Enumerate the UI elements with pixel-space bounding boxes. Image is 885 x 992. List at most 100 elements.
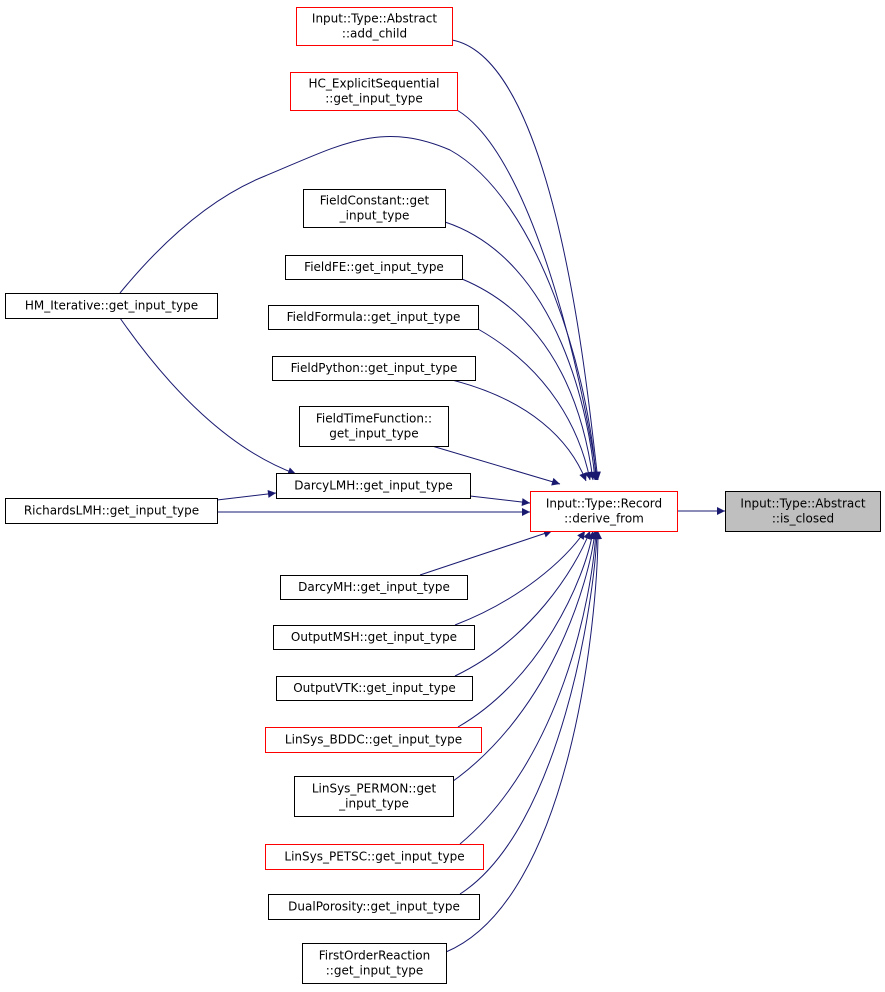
node-label: ::derive_from (564, 512, 644, 526)
node-label: FieldTimeFunction:: (316, 412, 432, 426)
node-label: FirstOrderReaction (319, 949, 430, 963)
node-label: Input::Type::Abstract (312, 12, 437, 26)
node-label: HC_ExplicitSequential (309, 77, 440, 91)
node-label: FieldConstant::get (320, 194, 430, 208)
node-box[interactable] (273, 625, 475, 650)
node-forder[interactable]: FirstOrderReaction::get_input_type (302, 943, 447, 984)
edge-arrow (451, 379, 587, 482)
edge-darcylmh-to-record (469, 495, 531, 507)
node-box[interactable] (5, 498, 218, 524)
node-label: _input_type (338, 797, 409, 811)
edge-bddc-to-record (457, 530, 596, 728)
node-box[interactable] (265, 844, 484, 870)
node-label: _input_type (339, 209, 410, 223)
node-label: ::add_child (342, 27, 407, 41)
edge-petsc-to-record (459, 530, 600, 845)
node-box[interactable] (268, 305, 479, 330)
node-permon[interactable]: LinSys_PERMON::get_input_type (294, 776, 454, 817)
edges (119, 39, 725, 953)
edge-arrow (454, 530, 591, 677)
edge-ftime-to-record (431, 445, 561, 486)
edge-arrow (477, 328, 593, 481)
edge-arrow (459, 530, 600, 845)
node-box[interactable] (265, 727, 482, 753)
edge-ffe-to-record (461, 278, 596, 481)
node-darcylmh[interactable]: DarcyLMH::get_input_type (276, 473, 471, 499)
node-richards[interactable]: RichardsLMH::get_input_type (5, 498, 218, 524)
node-box[interactable] (5, 293, 218, 319)
node-label: ::get_input_type (326, 964, 423, 978)
edge-fpython-to-record (451, 379, 587, 482)
node-box[interactable] (290, 72, 458, 111)
node-box[interactable] (530, 491, 678, 532)
node-label: OutputMSH::get_input_type (291, 630, 457, 644)
node-hc[interactable]: HC_ExplicitSequential::get_input_type (290, 72, 458, 111)
edge-omsh-to-record (454, 530, 586, 626)
edge-hm-to-record (119, 136, 600, 481)
node-closed[interactable]: Input::Type::Abstract::is_closed (725, 491, 881, 532)
node-box[interactable] (299, 406, 449, 447)
edge-arrow (469, 495, 531, 507)
node-label: OutputVTK::get_input_type (293, 681, 456, 695)
node-dual[interactable]: DualPorosity::get_input_type (268, 894, 480, 920)
node-box[interactable] (280, 575, 468, 600)
edge-arrow (419, 529, 553, 576)
node-box[interactable] (296, 7, 453, 46)
edge-arrow (216, 489, 277, 501)
edge-arrow (457, 530, 596, 728)
node-fpython[interactable]: FieldPython::get_input_type (272, 356, 476, 381)
edge-arrow (444, 221, 599, 481)
node-label: LinSys_BDDC::get_input_type (285, 733, 462, 747)
edge-hc-to-record (456, 109, 601, 481)
node-box[interactable] (276, 473, 471, 499)
node-label: RichardsLMH::get_input_type (24, 504, 199, 518)
edge-arrow (459, 530, 601, 895)
node-label: get_input_type (329, 427, 418, 441)
node-bddc[interactable]: LinSys_BDDC::get_input_type (265, 727, 482, 753)
edge-arrow (456, 109, 601, 481)
node-label: DualPorosity::get_input_type (288, 900, 460, 914)
node-record[interactable]: Input::Type::Record::derive_from (530, 491, 678, 532)
node-box[interactable] (272, 356, 476, 381)
edge-richards-to-darcylmh (216, 489, 277, 501)
node-box[interactable] (302, 943, 447, 984)
node-box[interactable] (725, 491, 881, 532)
edge-arrow (119, 136, 600, 481)
node-label: FieldFE::get_input_type (304, 260, 444, 274)
node-box[interactable] (276, 676, 473, 701)
edge-add_child-to-record (451, 39, 601, 481)
node-label: FieldFormula::get_input_type (287, 310, 461, 324)
node-add_child[interactable]: Input::Type::Abstract::add_child (296, 7, 453, 46)
node-box[interactable] (294, 776, 454, 817)
node-box[interactable] (303, 189, 446, 228)
node-label: HM_Iterative::get_input_type (25, 299, 198, 313)
edge-dual-to-record (459, 530, 601, 895)
node-ovtk[interactable]: OutputVTK::get_input_type (276, 676, 473, 701)
node-label: Input::Type::Abstract (740, 497, 865, 511)
node-ffe[interactable]: FieldFE::get_input_type (285, 255, 463, 280)
node-label: ::get_input_type (325, 92, 422, 106)
node-petsc[interactable]: LinSys_PETSC::get_input_type (265, 844, 484, 870)
edge-forder-to-record (445, 530, 602, 953)
node-label: LinSys_PERMON::get (312, 782, 437, 796)
node-label: DarcyLMH::get_input_type (294, 479, 453, 493)
edge-fformula-to-record (477, 328, 593, 481)
node-label: Input::Type::Record (546, 497, 662, 511)
edge-hm-to-darcylmh (119, 317, 297, 476)
node-omsh[interactable]: OutputMSH::get_input_type (273, 625, 475, 650)
edge-arrow (119, 317, 297, 476)
node-box[interactable] (285, 255, 463, 280)
node-hm[interactable]: HM_Iterative::get_input_type (5, 293, 218, 319)
node-fconst[interactable]: FieldConstant::get_input_type (303, 189, 446, 228)
node-ftime[interactable]: FieldTimeFunction::get_input_type (299, 406, 449, 447)
edge-arrow (451, 39, 601, 481)
node-darcymh[interactable]: DarcyMH::get_input_type (280, 575, 468, 600)
edge-darcymh-to-record (419, 529, 553, 576)
node-fformula[interactable]: FieldFormula::get_input_type (268, 305, 479, 330)
edge-ovtk-to-record (454, 530, 591, 677)
node-label: FieldPython::get_input_type (291, 361, 458, 375)
node-label: ::is_closed (772, 512, 834, 526)
edge-arrow (445, 530, 602, 953)
node-box[interactable] (268, 894, 480, 920)
